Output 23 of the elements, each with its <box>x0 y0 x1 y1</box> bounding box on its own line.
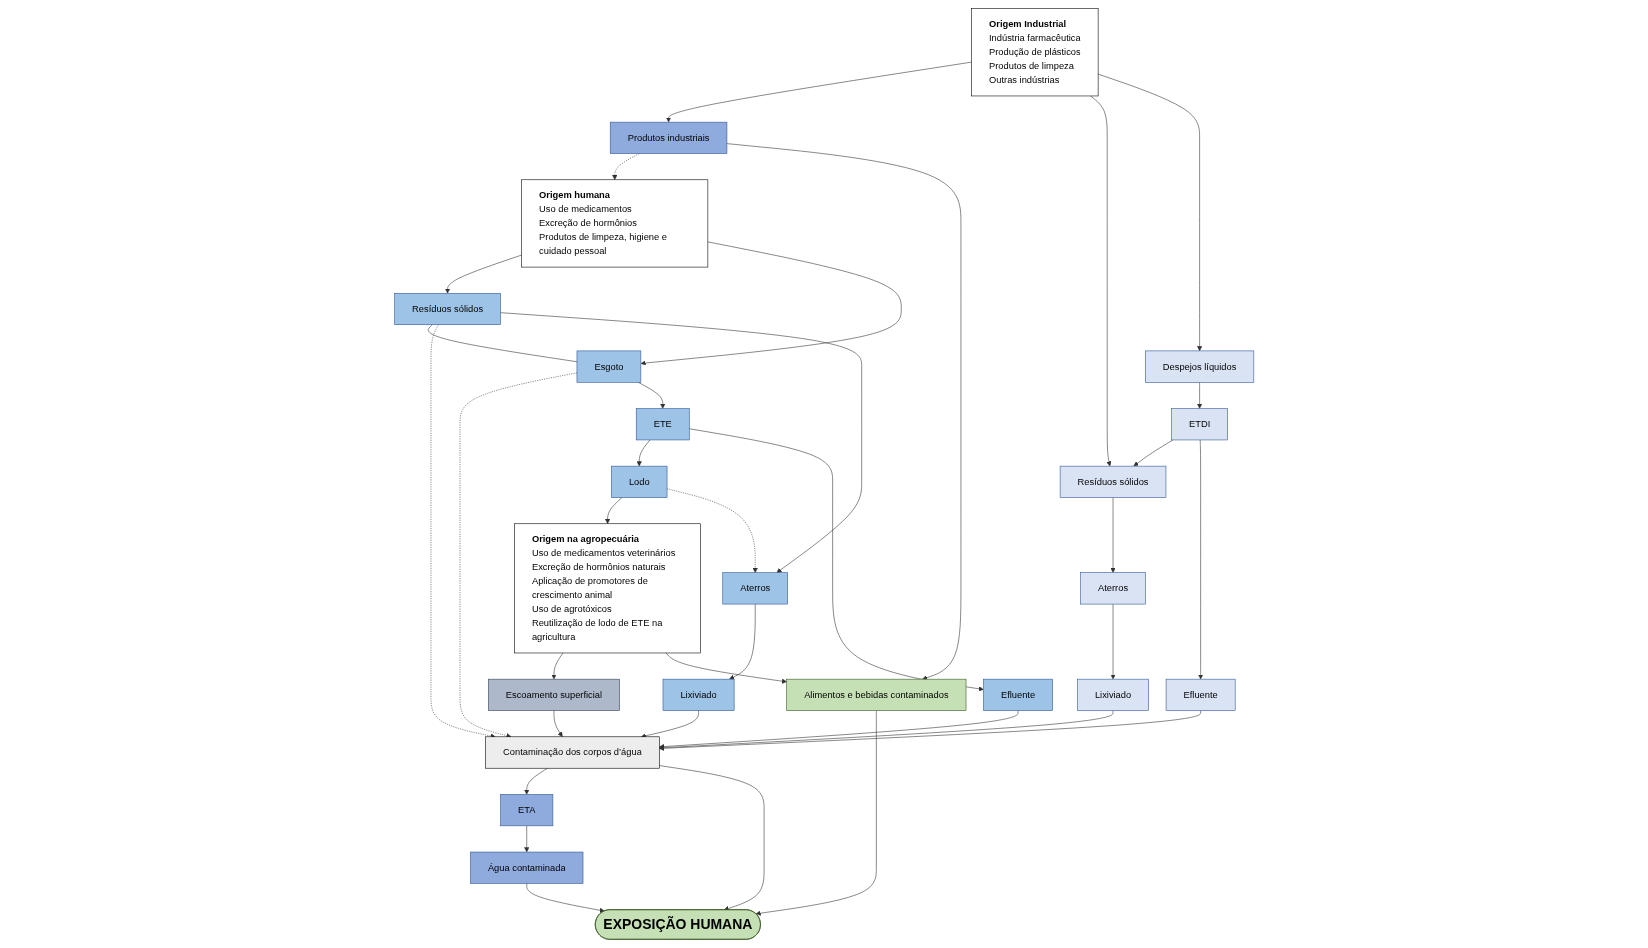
node-box: Efluente <box>982 678 1053 711</box>
node-box: Resíduos sólidos <box>1059 465 1166 498</box>
node-box: Água contaminada <box>469 851 584 884</box>
node-box: Lixiviado <box>1076 678 1149 711</box>
node-box: ETE <box>635 408 690 441</box>
connector <box>427 324 577 363</box>
node-box: Origem na agropecuária Uso de medicamentos veterinários Excreção de hormônios naturais Aplicação de promotores de crescimento animal Uso de agrotóxicos Reutilização de lodo de ETE na agricultura <box>513 523 701 654</box>
node-box: Esgoto <box>576 350 641 383</box>
node-box: Escoamento superficial <box>487 678 620 711</box>
node-box: Origem humana Uso de medicamentos Excreção de hormônios Produtos de limpeza, higiene e cuidado pessoal <box>521 179 708 268</box>
node-box: Lodo <box>610 465 668 498</box>
node-box: Lixiviado <box>662 678 735 711</box>
node-box: Aterros <box>1080 572 1146 605</box>
node-box: ETA <box>500 794 553 827</box>
node-box: Aterros <box>722 572 788 605</box>
node-box: Alimentos e bebidas contaminados <box>786 678 967 711</box>
node-box: Resíduos sólidos <box>394 293 501 325</box>
node-box: Contaminação dos corpos d’água <box>485 736 660 769</box>
node-box: Efluente <box>1165 678 1236 711</box>
node-box: ETDI <box>1171 408 1228 441</box>
node-box: Despejos líquidos <box>1144 350 1254 383</box>
node-box: Produtos industriais <box>609 121 727 154</box>
node-box: Origem Industrial Indústria farmacêutica Produção de plásticos Produtos de limpeza Outras indústrias <box>971 8 1099 97</box>
